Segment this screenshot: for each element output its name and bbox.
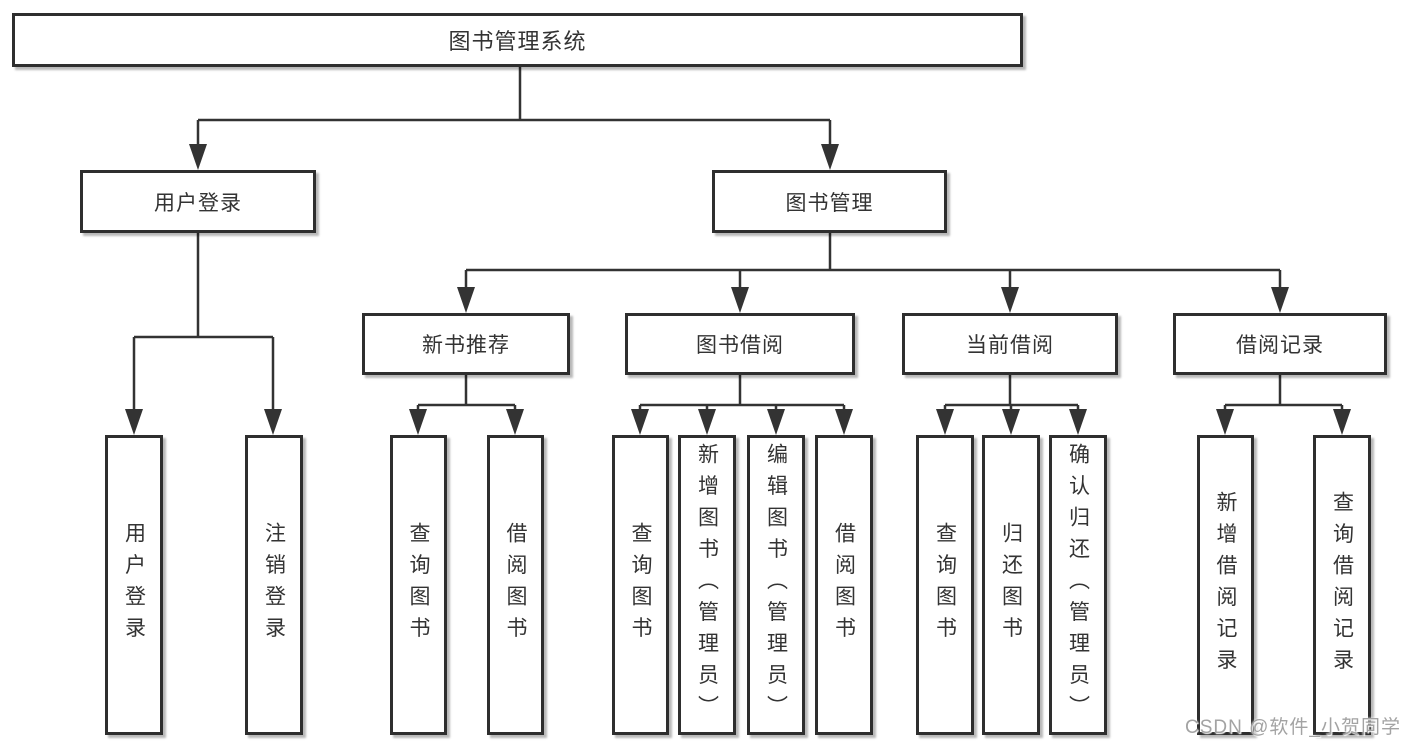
leaf-records-query-borrow-record: 查询借阅记录 <box>1313 435 1371 735</box>
arrowhead-icon <box>506 409 524 435</box>
leaf-label: 查询图书 <box>407 522 430 648</box>
arrowhead-icon <box>457 287 475 313</box>
leaf-current-query-books: 查询图书 <box>916 435 974 735</box>
arrowhead-icon <box>1001 287 1019 313</box>
leaf-current-confirm-return-admin: 确认归还（管理员） <box>1049 435 1107 735</box>
node-label: 图书管理系统 <box>448 29 587 54</box>
leaf-label: 查询图书 <box>629 522 652 648</box>
arrowhead-icon <box>125 409 143 435</box>
arrowhead-icon <box>1271 287 1289 313</box>
node-label: 图书借阅 <box>696 334 784 357</box>
arrowhead-icon <box>1069 409 1087 435</box>
node-label: 用户登录 <box>154 191 242 215</box>
node-new-book-recommend: 新书推荐 <box>362 313 570 375</box>
leaf-records-add-borrow-record: 新增借阅记录 <box>1197 435 1254 735</box>
leaf-borrowing-borrow-books: 借阅图书 <box>815 435 873 735</box>
arrowhead-icon <box>189 144 207 170</box>
node-label: 当前借阅 <box>966 334 1054 357</box>
leaf-user-login: 用户登录 <box>105 435 163 735</box>
leaf-label: 用户登录 <box>122 522 146 648</box>
leaf-label: 新增借阅记录 <box>1214 490 1237 680</box>
arrowhead-icon <box>1002 409 1020 435</box>
node-label: 借阅记录 <box>1236 334 1324 357</box>
node-library-management-system: 图书管理系统 <box>12 13 1023 67</box>
leaf-borrowing-add-books-admin: 新增图书（管理员） <box>678 435 736 735</box>
arrowhead-icon <box>1333 409 1351 435</box>
leaf-label: 编辑图书（管理员） <box>764 443 788 727</box>
leaf-label: 注销登录 <box>262 522 286 648</box>
leaf-label: 查询图书 <box>933 522 957 648</box>
leaf-logout: 注销登录 <box>245 435 303 735</box>
arrowhead-icon <box>835 409 853 435</box>
arrowhead-icon <box>264 409 282 435</box>
node-book-management: 图书管理 <box>712 170 947 233</box>
node-borrowing-records: 借阅记录 <box>1173 313 1387 375</box>
arrowhead-icon <box>631 409 649 435</box>
node-user-login: 用户登录 <box>80 170 316 233</box>
arrowhead-icon <box>731 287 749 313</box>
leaf-current-return-books: 归还图书 <box>982 435 1040 735</box>
leaf-recommend-query-books: 查询图书 <box>390 435 447 735</box>
leaf-borrowing-query-books: 查询图书 <box>612 435 669 735</box>
arrowhead-icon <box>698 409 716 435</box>
leaf-label: 新增图书（管理员） <box>695 443 719 727</box>
node-label: 新书推荐 <box>422 334 510 357</box>
arrowhead-icon <box>821 144 839 170</box>
arrowhead-icon <box>1216 409 1234 435</box>
leaf-label: 借阅图书 <box>832 522 856 648</box>
leaf-label: 归还图书 <box>999 522 1023 648</box>
leaf-label: 查询借阅记录 <box>1330 490 1354 680</box>
csdn-watermark: CSDN @软件_小贺同学 <box>1185 717 1401 738</box>
node-current-borrowing: 当前借阅 <box>902 313 1118 375</box>
node-label: 图书管理 <box>785 191 874 215</box>
leaf-recommend-borrow-books: 借阅图书 <box>487 435 544 735</box>
arrowhead-icon <box>936 409 954 435</box>
leaf-borrowing-edit-books-admin: 编辑图书（管理员） <box>747 435 805 735</box>
node-book-borrowing: 图书借阅 <box>625 313 855 375</box>
leaf-label: 借阅图书 <box>504 522 527 648</box>
arrowhead-icon <box>767 409 785 435</box>
leaf-label: 确认归还（管理员） <box>1066 443 1090 727</box>
arrowhead-icon <box>409 409 427 435</box>
